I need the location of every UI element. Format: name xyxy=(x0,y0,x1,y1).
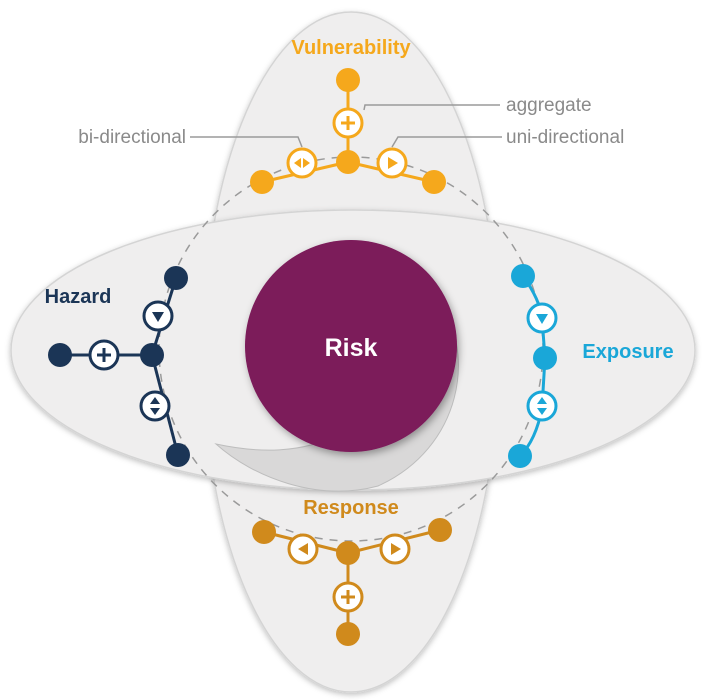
response-node-right xyxy=(428,518,452,542)
hazard-node-bottom xyxy=(166,443,190,467)
vulnerability-node-hub xyxy=(336,150,360,174)
hazard-node-hub xyxy=(140,343,164,367)
vulnerability-cluster: Vulnerability xyxy=(250,37,446,194)
bidirectional-arrow-icon xyxy=(286,147,318,179)
left-arrow-icon xyxy=(287,533,319,565)
exposure-node-hub xyxy=(533,346,557,370)
risk-label: Risk xyxy=(325,334,378,362)
legend-aggregate: aggregate xyxy=(506,95,592,116)
plus-icon xyxy=(332,581,364,613)
vulnerability-node-top xyxy=(336,68,360,92)
legend-leaders xyxy=(190,104,502,148)
vulnerability-node-left xyxy=(250,170,274,194)
response-node-bottom xyxy=(336,622,360,646)
vulnerability-node-right xyxy=(422,170,446,194)
vulnerability-title: Vulnerability xyxy=(291,37,411,59)
right-arrow-icon xyxy=(379,533,411,565)
down-arrow-icon xyxy=(526,302,558,334)
legend-unidirectional: uni-directional xyxy=(506,127,624,148)
response-node-hub xyxy=(336,541,360,565)
hazard-title: Hazard xyxy=(45,286,112,308)
hazard-node-top xyxy=(164,266,188,290)
response-node-left xyxy=(252,520,276,544)
exposure-title: Exposure xyxy=(582,341,673,363)
exposure-node-bottom xyxy=(508,444,532,468)
plus-icon xyxy=(332,107,364,139)
bidirectional-arrow-icon xyxy=(139,390,171,422)
exposure-node-top xyxy=(511,264,535,288)
plus-icon xyxy=(88,339,120,371)
hazard-node-left xyxy=(48,343,72,367)
bidirectional-arrow-icon xyxy=(526,390,558,422)
risk-circle xyxy=(245,240,457,452)
down-arrow-icon xyxy=(142,300,174,332)
response-cluster: Response xyxy=(252,497,452,646)
hazard-cluster: Hazard xyxy=(45,266,190,467)
uni-directional-arrow-icon xyxy=(376,147,408,179)
response-title: Response xyxy=(303,497,399,519)
exposure-cluster: Exposure xyxy=(508,264,674,468)
legend-bidirectional: bi-directional xyxy=(78,127,186,148)
